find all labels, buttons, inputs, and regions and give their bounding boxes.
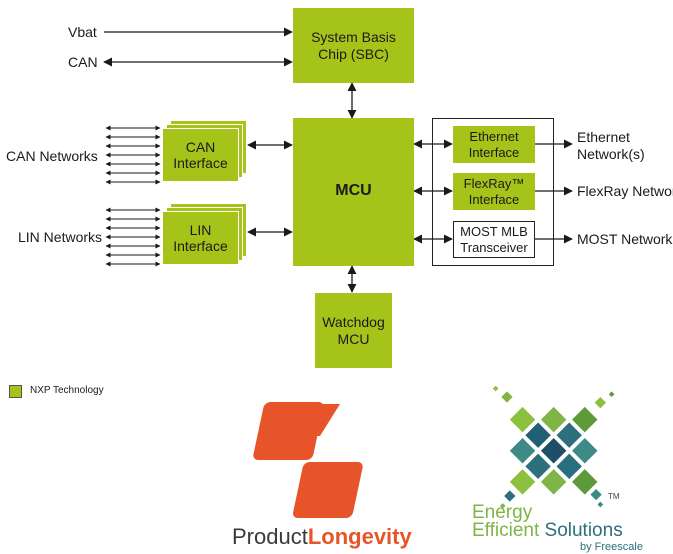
- longevity-word-product: Product: [232, 524, 308, 549]
- lin-interface-block: LIN Interface: [162, 211, 239, 265]
- ethernet-network-line1: Ethernet: [577, 129, 630, 145]
- can-interface-line1: CAN: [185, 139, 216, 155]
- flexray-network-label: FlexRay Network: [577, 183, 673, 199]
- most-transceiver-block: MOST MLB Transceiver: [453, 221, 535, 258]
- network-interfaces-frame: [432, 118, 554, 266]
- vbat-label: Vbat: [68, 24, 97, 40]
- longevity-logo-num2: 15: [372, 464, 414, 508]
- can-label: CAN: [68, 54, 98, 70]
- ethernet-line1: Ethernet: [469, 129, 519, 144]
- can-networks-label: CAN Networks: [6, 148, 98, 164]
- flexray-line2: Interface: [468, 192, 520, 207]
- mcu-label: MCU: [335, 182, 372, 199]
- watchdog-block: Watchdog MCU: [315, 293, 392, 368]
- sbc-line2: Chip (SBC): [318, 46, 389, 62]
- lin-network-bus: [105, 207, 161, 267]
- legend-swatch: [9, 385, 22, 398]
- freescale-word-efficient: Efficient: [472, 520, 540, 541]
- lin-networks-label: LIN Networks: [18, 229, 103, 245]
- sbc-block: System Basis Chip (SBC): [293, 8, 414, 83]
- sbc-line1: System Basis: [311, 29, 396, 45]
- freescale-word-solutions: Solutions: [544, 520, 623, 541]
- lin-interface-line2: Interface: [173, 238, 228, 254]
- can-network-bus: [105, 125, 161, 185]
- freescale-logo-line2: Efficient Solutions: [472, 521, 623, 541]
- watchdog-line1: Watchdog: [322, 314, 385, 330]
- watchdog-line2: MCU: [337, 331, 370, 347]
- most-network-label: MOST Network: [577, 231, 673, 247]
- freescale-logo-tm: TM: [608, 492, 620, 501]
- ethernet-line2: Interface: [468, 145, 520, 160]
- most-line1: MOST MLB: [460, 224, 528, 239]
- flexray-line1: FlexRay™: [463, 176, 525, 191]
- longevity-logo-num1: 10: [343, 406, 385, 450]
- lin-interface-line1: LIN: [189, 222, 212, 238]
- most-line2: Transceiver: [460, 240, 528, 255]
- freescale-logo-byline: by Freescale: [580, 541, 643, 553]
- can-interface-line2: Interface: [173, 155, 228, 171]
- freescale-logo-line1: Energy: [472, 502, 533, 523]
- can-interface-block: CAN Interface: [162, 128, 239, 182]
- ethernet-interface-block: Ethernet Interface: [453, 126, 535, 163]
- longevity-word-longevity: Longevity: [307, 524, 412, 549]
- flexray-interface-block: FlexRay™ Interface: [453, 173, 535, 210]
- longevity-logo-wordmark: ProductLongevity: [232, 524, 412, 550]
- longevity-logo-mark: [253, 402, 363, 518]
- ethernet-network-line2: Network(s): [577, 146, 645, 162]
- mcu-block: MCU: [293, 118, 414, 266]
- legend-label: NXP Technology: [30, 385, 104, 396]
